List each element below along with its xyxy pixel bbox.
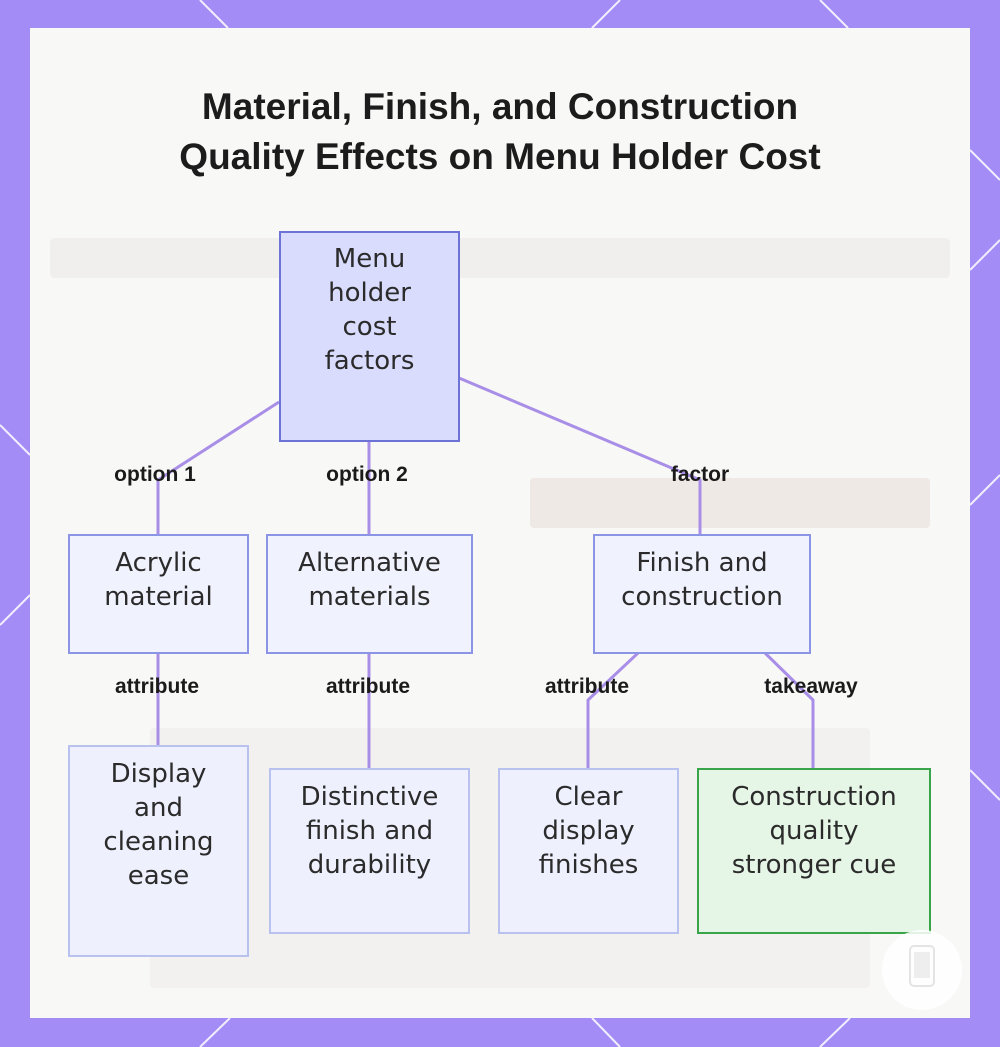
node-text: materials — [308, 582, 431, 612]
edge-root-acrylic — [156, 400, 280, 534]
node-display-and-cleaning-ease: Display and cleaning ease — [68, 745, 249, 957]
node-text: Display — [110, 759, 207, 789]
background-shape — [530, 478, 930, 528]
node-text: Alternative — [298, 548, 441, 578]
node-text: Finish and — [636, 548, 768, 578]
edge-label-attribute-alternative: attribute — [326, 675, 410, 698]
node-text: and — [134, 793, 183, 823]
diagram-title: Material, Finish, and Construction Quali… — [0, 82, 1000, 182]
node-clear-display-finishes: Clear display finishes — [498, 768, 679, 934]
phone-icon — [909, 945, 935, 987]
node-text: stronger cue — [731, 850, 897, 880]
phone-badge — [882, 930, 962, 1010]
node-text: Clear — [554, 782, 623, 812]
edge-label-option-1: option 1 — [114, 463, 196, 486]
node-alternative-materials: Alternative materials — [266, 534, 473, 654]
edge-root-finish — [458, 376, 702, 534]
node-text: quality — [769, 816, 859, 846]
edge-label-takeaway: takeaway — [764, 675, 858, 698]
node-text: Acrylic — [115, 548, 202, 578]
node-text: Construction — [731, 782, 897, 812]
node-text: Menu — [333, 244, 406, 274]
node-text: construction — [621, 582, 783, 612]
node-construction-quality-stronger-cue: Construction quality stronger cue — [697, 768, 931, 934]
node-text: cost — [342, 312, 397, 342]
node-text: display — [542, 816, 635, 846]
node-text: holder — [328, 278, 411, 308]
node-finish-and-construction: Finish and construction — [593, 534, 811, 654]
node-acrylic-material: Acrylic material — [68, 534, 249, 654]
background-shape — [50, 238, 950, 278]
node-text: factors — [324, 346, 415, 376]
node-text: material — [104, 582, 213, 612]
node-text: ease — [127, 861, 190, 891]
title-line-1: Material, Finish, and Construction — [201, 86, 799, 127]
node-distinctive-finish-and-durability: Distinctive finish and durability — [269, 768, 470, 934]
node-text: Distinctive — [300, 782, 439, 812]
node-text: cleaning — [103, 827, 214, 857]
node-text: durability — [307, 850, 432, 880]
edge-label-attribute-acrylic: attribute — [115, 675, 199, 698]
edge-label-option-2: option 2 — [326, 463, 408, 486]
edge-finish-quality — [763, 651, 815, 768]
edge-label-factor: factor — [670, 463, 730, 486]
edge-label-attribute-finish: attribute — [545, 675, 629, 698]
node-menu-holder-cost-factors: Menu holder cost factors — [279, 231, 460, 442]
title-line-2: Quality Effects on Menu Holder Cost — [179, 136, 821, 177]
node-text: finish and — [305, 816, 434, 846]
node-text: finishes — [538, 850, 639, 880]
edge-finish-clear — [586, 651, 640, 768]
